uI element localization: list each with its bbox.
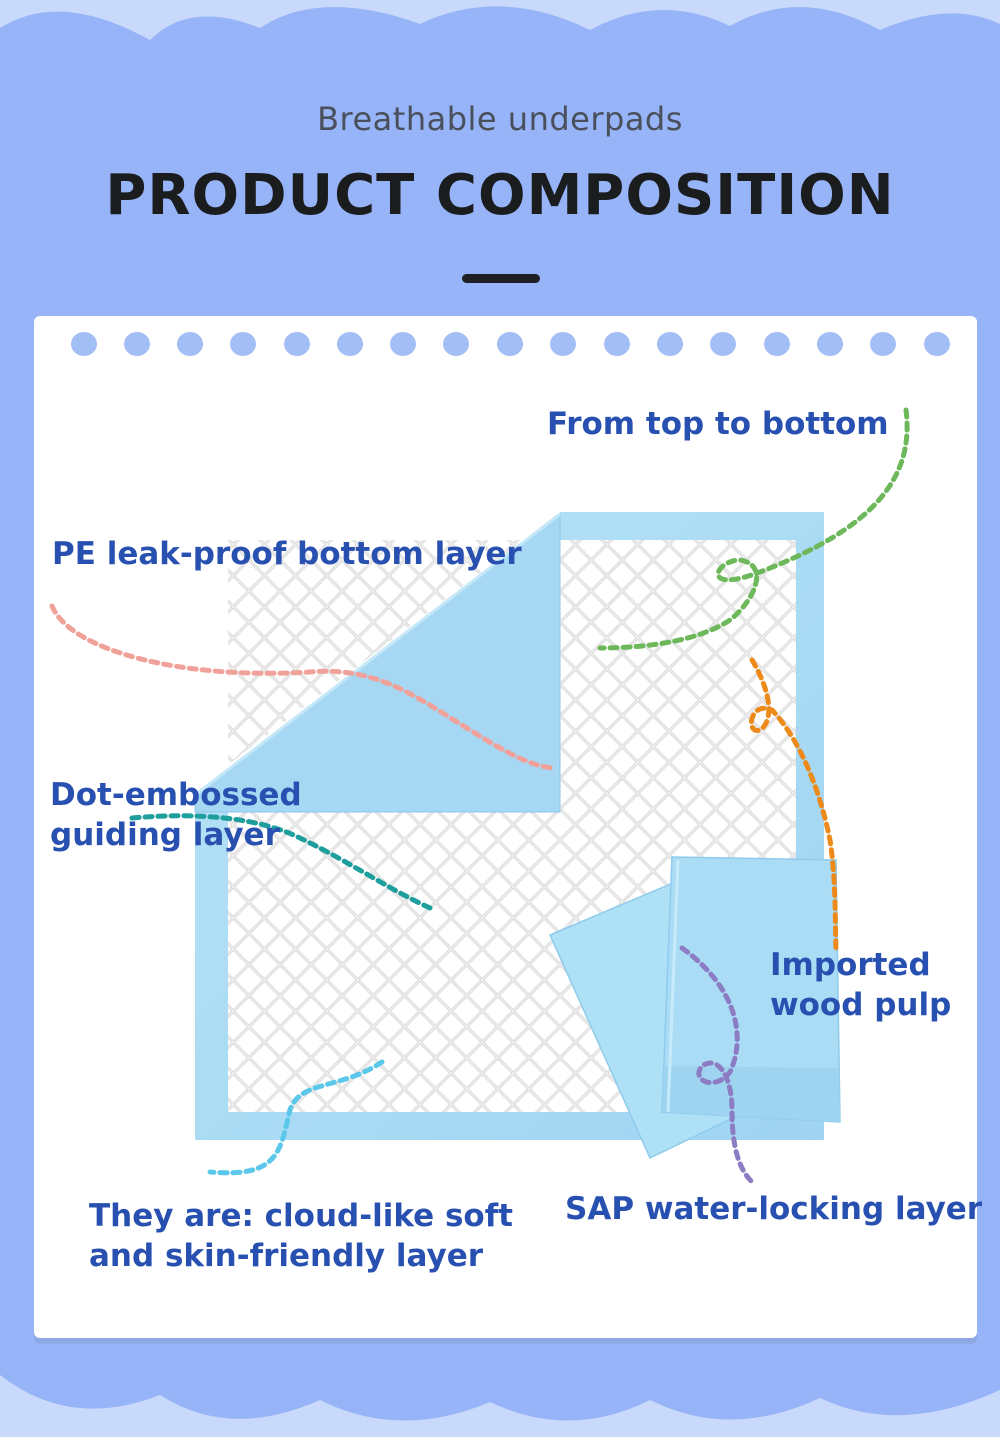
leader-soft-layer <box>207 1059 385 1176</box>
binder-hole <box>497 332 523 356</box>
binder-hole <box>71 332 97 356</box>
label-wood-pulp-line1: Imported <box>770 947 931 983</box>
binder-hole <box>284 332 310 356</box>
binder-hole <box>230 332 256 356</box>
folded-underpads <box>549 856 841 1160</box>
leader-top-to-bottom <box>597 407 910 651</box>
binder-hole <box>124 332 150 356</box>
binder-hole <box>177 332 203 356</box>
binder-hole <box>924 332 950 356</box>
binder-hole <box>443 332 469 356</box>
leader-wood-pulp <box>749 657 839 953</box>
page-subtitle: Breathable underpads <box>317 100 683 138</box>
binder-hole <box>710 332 736 356</box>
label-dot-embossed-line2: guiding layer <box>50 817 280 853</box>
label-pe-layer: PE leak-proof bottom layer <box>52 536 522 572</box>
leader-pe-layer <box>49 603 555 771</box>
label-top-to-bottom: From top to bottom <box>547 406 889 442</box>
label-wood-pulp-line2: wood pulp <box>770 987 952 1023</box>
binder-hole <box>764 332 790 356</box>
binder-hole <box>337 332 363 356</box>
binder-hole <box>870 332 896 356</box>
binder-hole <box>604 332 630 356</box>
label-soft-layer-line2: and skin-friendly layer <box>89 1238 484 1274</box>
binder-hole <box>817 332 843 356</box>
label-dot-embossed-line1: Dot-embossed <box>50 777 302 813</box>
binder-hole <box>657 332 683 356</box>
leader-sap-layer <box>679 945 755 1185</box>
label-sap-layer: SAP water-locking layer <box>565 1191 983 1227</box>
leader-dot-embossed <box>129 813 433 911</box>
label-soft-layer-line1: They are: cloud-like soft <box>89 1198 513 1234</box>
binder-hole <box>550 332 576 356</box>
binder-hole <box>390 332 416 356</box>
page-title: PRODUCT COMPOSITION <box>105 163 895 228</box>
title-underline <box>462 274 540 283</box>
